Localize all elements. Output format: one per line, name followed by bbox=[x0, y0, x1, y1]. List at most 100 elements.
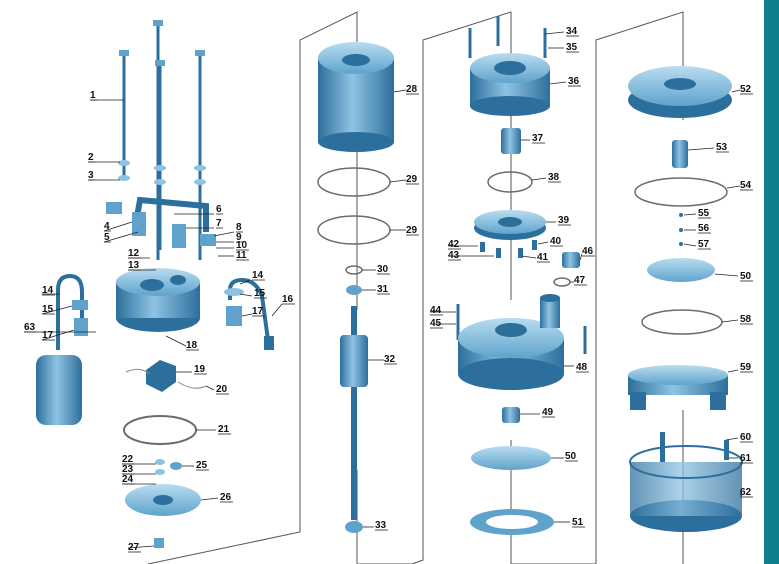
callout-label-62: 62 bbox=[740, 487, 752, 498]
callout-label-48: 48 bbox=[576, 362, 588, 373]
callout-label-25: 25 bbox=[196, 460, 208, 471]
callout-label-33: 33 bbox=[375, 520, 387, 531]
callout-label-56: 56 bbox=[698, 223, 710, 234]
callout-label-59: 59 bbox=[740, 362, 752, 373]
callout-label-55: 55 bbox=[698, 208, 710, 219]
callout-label-11: 11 bbox=[236, 250, 247, 261]
callout-label-23: 23 bbox=[122, 464, 134, 475]
callout-label-57: 57 bbox=[698, 239, 710, 250]
callout-label-16: 16 bbox=[282, 294, 294, 305]
callout-label-28: 28 bbox=[406, 84, 418, 95]
callout-label-53: 53 bbox=[716, 142, 728, 153]
callout-label-9: 9 bbox=[236, 232, 242, 243]
callout-label-32: 32 bbox=[384, 354, 396, 365]
callout-label-14: 14 bbox=[252, 270, 264, 281]
leader-line-8 bbox=[213, 231, 235, 237]
leader-line-62 bbox=[739, 493, 743, 497]
leader-line-58 bbox=[721, 319, 739, 323]
callout-label-50: 50 bbox=[565, 451, 577, 462]
callout-label-61: 61 bbox=[740, 453, 752, 464]
callout-label-3: 3 bbox=[88, 170, 94, 181]
callout-label-8: 8 bbox=[236, 222, 242, 233]
callout-label-47: 47 bbox=[574, 275, 586, 286]
leader-line-59 bbox=[727, 369, 739, 373]
callout-label-34: 34 bbox=[566, 26, 578, 37]
leader-line-55 bbox=[683, 213, 697, 216]
leader-line-27 bbox=[127, 545, 155, 549]
callout-label-49: 49 bbox=[542, 407, 554, 418]
callout-label-31: 31 bbox=[377, 284, 389, 295]
callout-label-54: 54 bbox=[740, 180, 752, 191]
callout-label-63: 63 bbox=[24, 322, 36, 333]
callout-label-26: 26 bbox=[220, 492, 232, 503]
callout-label-35: 35 bbox=[566, 42, 578, 53]
callout-leaders bbox=[24, 31, 753, 553]
leader-line-34 bbox=[544, 31, 565, 35]
callout-label-46: 46 bbox=[582, 246, 594, 257]
callout-label-45: 45 bbox=[430, 318, 442, 329]
leader-line-5 bbox=[103, 231, 139, 243]
callout-label-22: 22 bbox=[122, 454, 134, 465]
leader-line-4 bbox=[103, 221, 133, 232]
leader-line-18 bbox=[165, 335, 187, 347]
leader-line-16 bbox=[271, 303, 283, 317]
callout-label-42: 42 bbox=[448, 239, 460, 250]
callout-label-40: 40 bbox=[550, 236, 562, 247]
callout-label-44: 44 bbox=[430, 305, 442, 316]
leader-line-14 bbox=[239, 279, 251, 285]
callout-label-27: 27 bbox=[128, 542, 140, 553]
callout-label-60: 60 bbox=[740, 432, 752, 443]
column-2-parts bbox=[317, 42, 394, 533]
callout-label-10: 10 bbox=[236, 240, 248, 251]
callout-label-41: 41 bbox=[537, 252, 549, 263]
accent-side-bar bbox=[764, 0, 779, 564]
leader-line-15 bbox=[41, 305, 73, 315]
callout-label-36: 36 bbox=[568, 76, 580, 87]
leader-line-15 bbox=[239, 293, 253, 297]
callout-label-7: 7 bbox=[216, 218, 222, 229]
leader-line-36 bbox=[549, 81, 567, 85]
callout-label-14: 14 bbox=[42, 285, 54, 296]
callout-label-15: 15 bbox=[254, 288, 266, 299]
column-3-parts bbox=[456, 16, 587, 535]
callout-label-18: 18 bbox=[186, 340, 198, 351]
callout-label-12: 12 bbox=[128, 248, 140, 259]
callout-label-4: 4 bbox=[104, 221, 110, 232]
callout-label-52: 52 bbox=[740, 84, 752, 95]
leader-line-53 bbox=[687, 147, 715, 151]
callout-label-43: 43 bbox=[448, 250, 460, 261]
callout-label-58: 58 bbox=[740, 314, 752, 325]
column-1-parts bbox=[36, 20, 274, 548]
callout-label-51: 51 bbox=[572, 517, 584, 528]
callout-label-19: 19 bbox=[194, 364, 206, 375]
callout-label-17: 17 bbox=[252, 306, 264, 317]
leader-line-50 bbox=[714, 273, 739, 277]
callout-label-20: 20 bbox=[216, 384, 228, 395]
callout-label-30: 30 bbox=[377, 264, 389, 275]
leader-line-29 bbox=[389, 179, 407, 183]
callout-label-15: 15 bbox=[42, 304, 54, 315]
callout-label-13: 13 bbox=[128, 260, 140, 271]
leader-line-52 bbox=[731, 89, 741, 93]
callout-label-6: 6 bbox=[216, 204, 222, 215]
callout-label-21: 21 bbox=[218, 424, 230, 435]
leader-line-17 bbox=[241, 313, 253, 317]
leader-line-60 bbox=[725, 437, 739, 441]
leader-line-54 bbox=[726, 185, 741, 189]
callout-label-2: 2 bbox=[88, 152, 94, 163]
callout-label-29: 29 bbox=[406, 225, 418, 236]
leader-line-57 bbox=[683, 243, 697, 247]
callout-label-50: 50 bbox=[740, 271, 752, 282]
callout-label-39: 39 bbox=[558, 215, 570, 226]
callout-label-1: 1 bbox=[90, 90, 96, 101]
leader-line-26 bbox=[200, 497, 219, 501]
leader-line-38 bbox=[531, 177, 547, 181]
callout-label-29: 29 bbox=[406, 174, 418, 185]
leader-line-20 bbox=[205, 385, 215, 391]
callout-label-24: 24 bbox=[122, 474, 134, 485]
callout-label-37: 37 bbox=[532, 133, 544, 144]
callout-label-17: 17 bbox=[42, 330, 54, 341]
